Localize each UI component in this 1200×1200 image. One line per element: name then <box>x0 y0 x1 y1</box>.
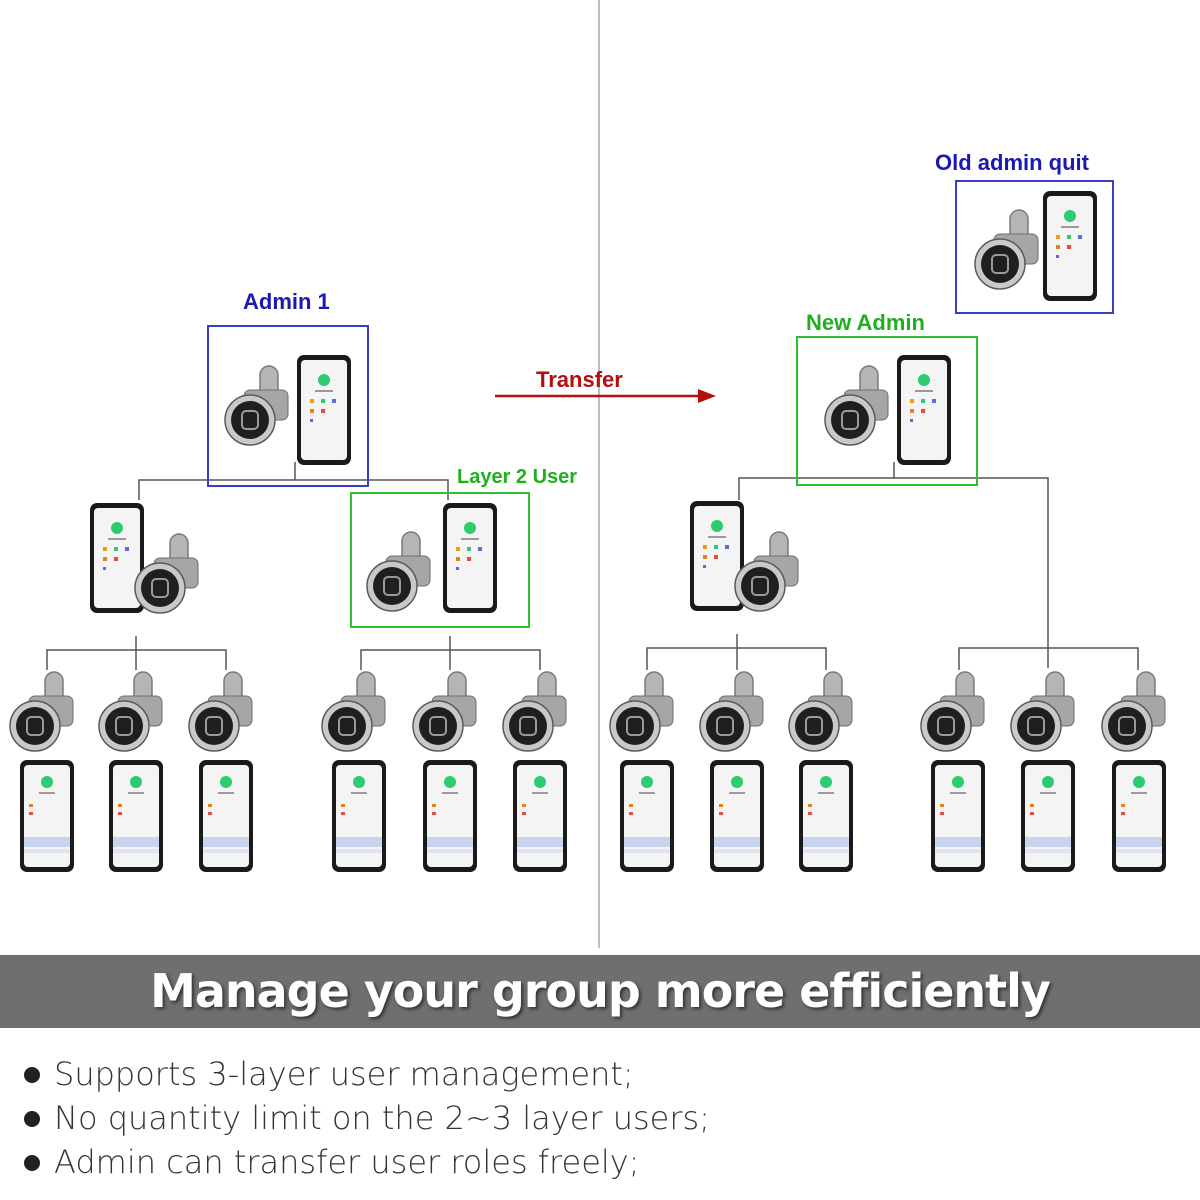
diagram-canvas <box>9 0 1166 948</box>
bullet-icon <box>24 1111 40 1127</box>
user-smartphone-icon <box>931 760 985 872</box>
fingerprint-lock-icon <box>224 365 289 446</box>
user-smartphone-icon <box>1021 760 1075 872</box>
fingerprint-lock-icon <box>502 671 567 752</box>
fingerprint-lock-icon <box>1101 671 1166 752</box>
fingerprint-lock-icon <box>188 671 253 752</box>
feature-text: Supports 3-layer user management; <box>54 1055 634 1093</box>
user-smartphone-icon <box>332 760 386 872</box>
fingerprint-lock-icon <box>1010 671 1075 752</box>
feature-text: Admin can transfer user roles freely; <box>54 1143 640 1181</box>
fingerprint-lock-icon <box>609 671 674 752</box>
old-admin-box <box>955 180 1114 314</box>
fingerprint-lock-icon <box>321 671 386 752</box>
new-admin-box <box>796 336 978 486</box>
layer-2-user-label: Layer 2 User <box>457 466 578 488</box>
user-smartphone-icon <box>620 760 674 872</box>
feature-text: No quantity limit on the 2~3 layer users… <box>54 1099 710 1137</box>
title-banner <box>0 955 1200 1028</box>
feature-item: Admin can transfer user roles freely; <box>20 1140 710 1184</box>
fingerprint-lock-icon <box>788 671 853 752</box>
fingerprint-lock-icon <box>412 671 477 752</box>
fingerprint-lock-icon <box>824 365 889 446</box>
transfer-label: Transfer <box>536 367 623 392</box>
fingerprint-lock-icon <box>98 671 163 752</box>
feature-item: No quantity limit on the 2~3 layer users… <box>20 1096 710 1140</box>
user-smartphone-icon <box>109 760 163 872</box>
feature-item: Supports 3-layer user management; <box>20 1052 710 1096</box>
user-hierarchy-diagram: Admin 1 Layer 2 User Transfer New Admin … <box>9 0 1166 948</box>
smartphone-icon <box>443 503 497 613</box>
user-smartphone-icon <box>423 760 477 872</box>
user-smartphone-icon <box>710 760 764 872</box>
user-smartphone-icon <box>199 760 253 872</box>
feature-list: Supports 3-layer user management; No qua… <box>20 1052 710 1184</box>
smartphone-icon <box>897 355 951 465</box>
smartphone-icon <box>1043 191 1097 301</box>
bullet-icon <box>24 1155 40 1171</box>
banner-title: Manage your group more efficiently <box>150 964 1051 1018</box>
fingerprint-lock-icon <box>9 671 74 752</box>
fingerprint-lock-icon <box>920 671 985 752</box>
admin-1-label: Admin 1 <box>243 289 330 314</box>
user-smartphone-icon <box>20 760 74 872</box>
new-admin-label: New Admin <box>806 310 925 335</box>
user-smartphone-icon <box>1112 760 1166 872</box>
fingerprint-lock-icon <box>974 209 1039 290</box>
user-smartphone-icon <box>799 760 853 872</box>
old-admin-quit-label: Old admin quit <box>935 150 1089 175</box>
fingerprint-lock-icon <box>734 531 799 612</box>
fingerprint-lock-icon <box>699 671 764 752</box>
bullet-icon <box>24 1067 40 1083</box>
admin-1-box <box>207 325 369 487</box>
fingerprint-lock-icon <box>134 533 199 614</box>
user-smartphone-icon <box>513 760 567 872</box>
layer-2-user-box <box>350 492 530 628</box>
fingerprint-lock-icon <box>366 531 431 612</box>
smartphone-icon <box>297 355 351 465</box>
